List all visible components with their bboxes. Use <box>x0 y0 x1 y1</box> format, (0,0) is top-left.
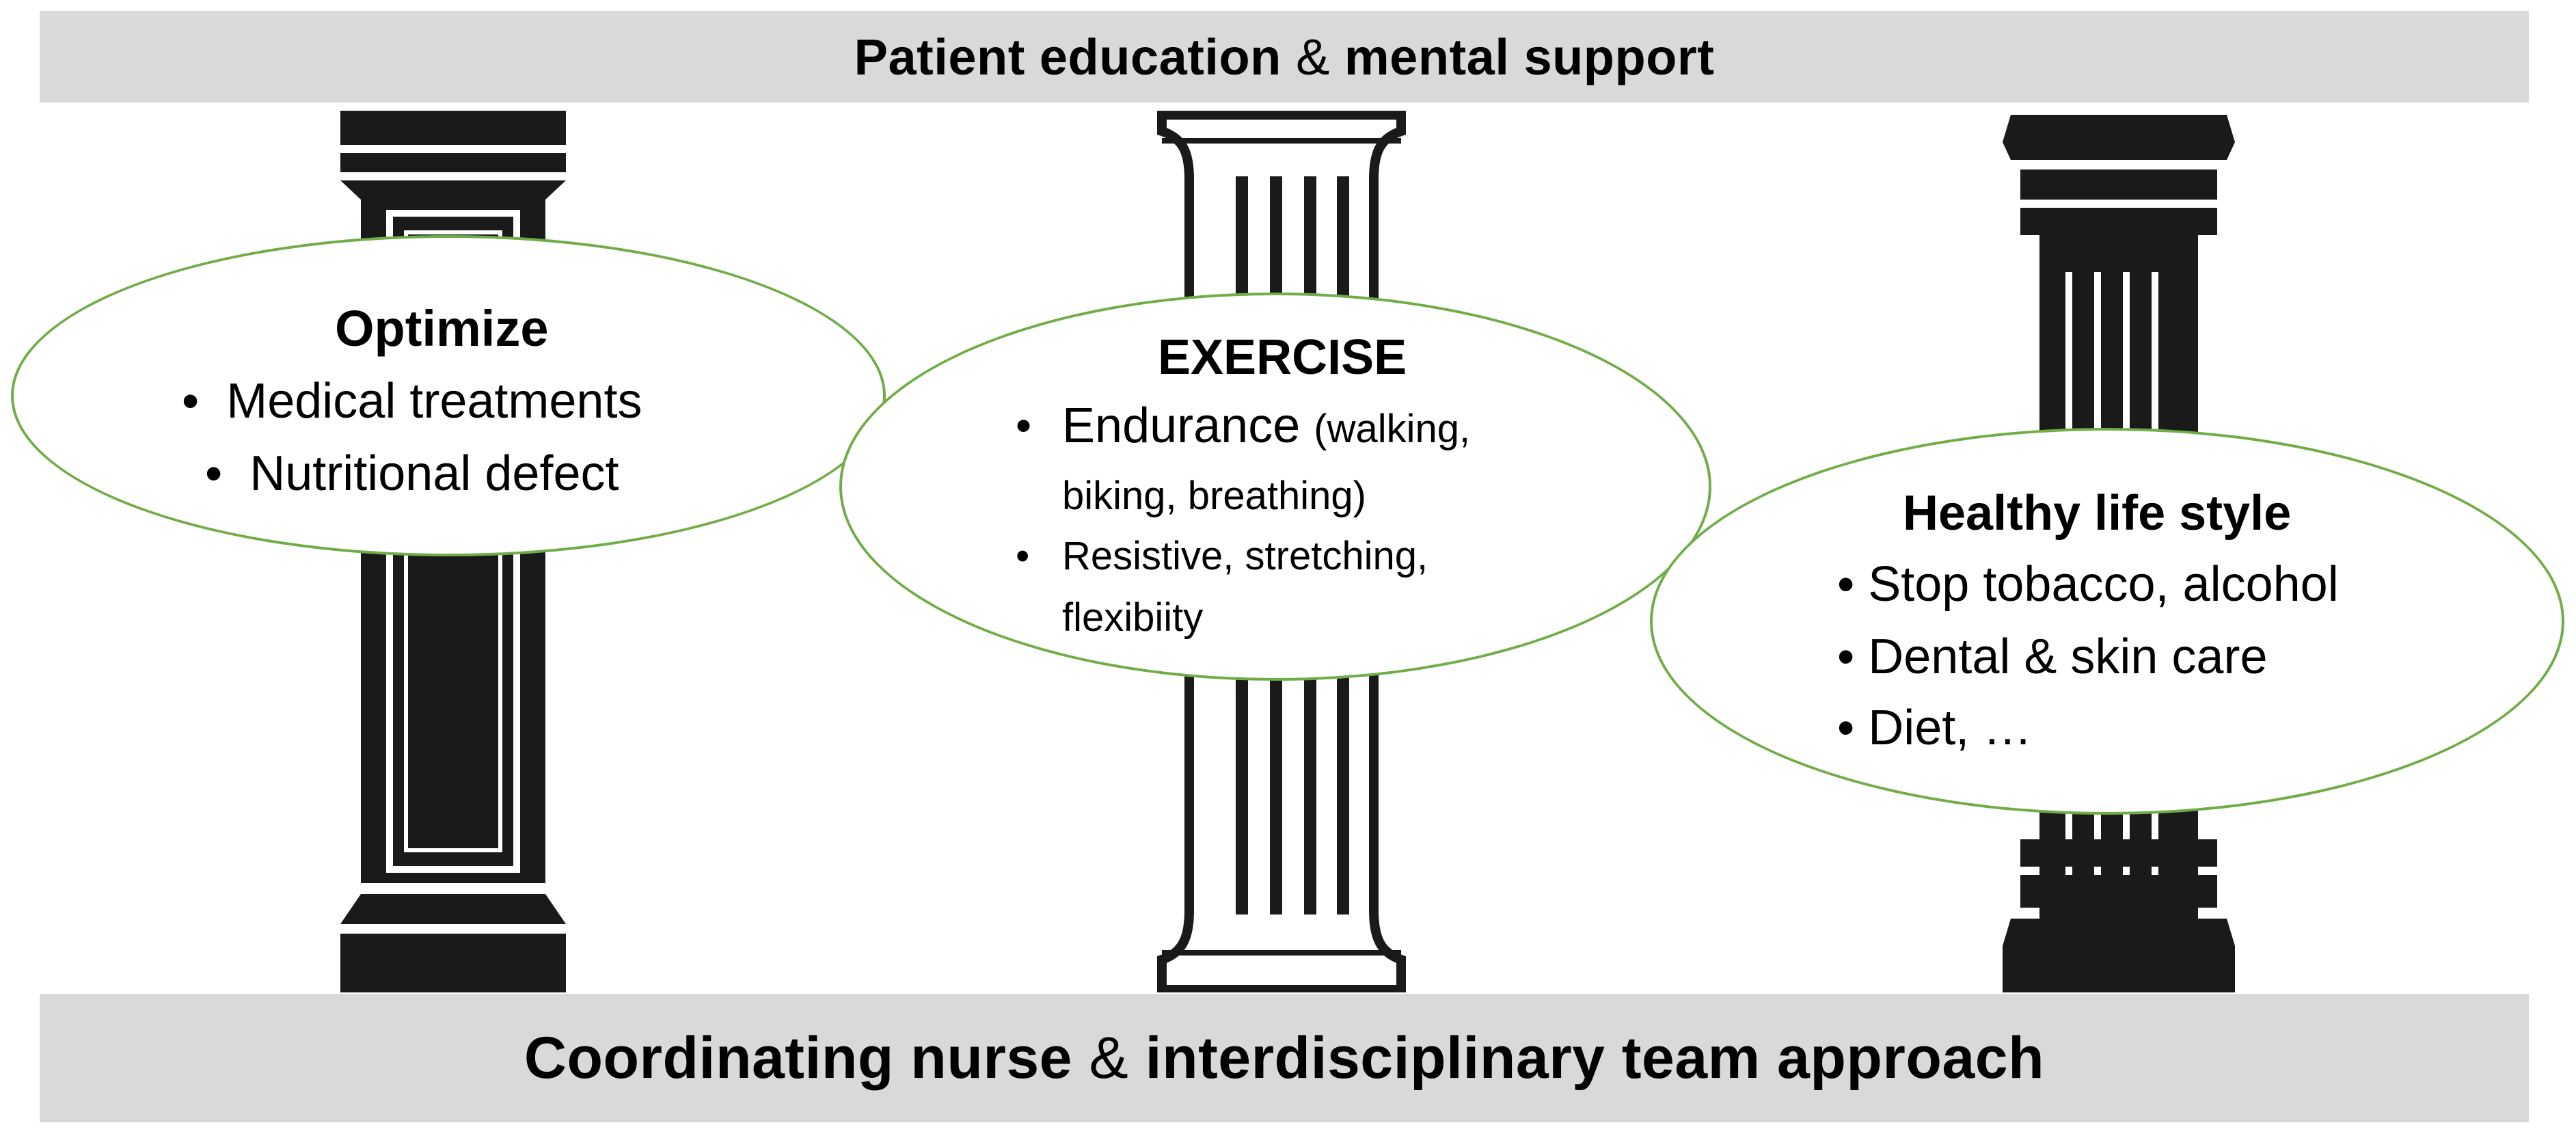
optimize-item-1-text: Medical treatments <box>226 374 642 429</box>
top-banner: Patient education & mental support <box>40 11 2529 103</box>
bullet-icon: • <box>1837 701 1855 755</box>
optimize-item-1: • Medical treatments <box>182 373 642 429</box>
lifestyle-ellipse: Healthy life style • Stop tobacco, alcoh… <box>1650 428 2564 815</box>
bullet-icon: • <box>1016 400 1032 450</box>
exercise-item-1: Endurance (walking, <box>1062 398 1470 454</box>
lifestyle-title: Healthy life style <box>1903 486 2292 541</box>
lifestyle-item-1: • Stop tobacco, alcohol <box>1837 556 2339 612</box>
bullet-icon: • <box>1837 557 1855 612</box>
exercise-item-2-line-1: Resistive, stretching, <box>1062 534 1428 578</box>
bottom-banner: Coordinating nurse & interdisciplinary t… <box>40 994 2529 1122</box>
bullet-icon: • <box>1837 629 1855 684</box>
optimize-ellipse: Optimize • Medical treatments • Nutritio… <box>11 235 886 556</box>
exercise-title: EXERCISE <box>1158 330 1407 385</box>
top-banner-amp: & <box>1295 28 1330 85</box>
lifestyle-item-3: • Diet, … <box>1837 700 2032 756</box>
lifestyle-item-2-text: Dental & skin care <box>1868 629 2268 684</box>
optimize-item-2: • Nutritional defect <box>205 446 619 502</box>
bullet-icon: • <box>182 374 200 429</box>
bullet-icon: • <box>205 446 223 501</box>
top-banner-part-b: mental support <box>1344 28 1715 85</box>
exercise-item-1-detail-b: biking, breathing) <box>1062 474 1366 518</box>
exercise-item-1-detail-a: (walking, <box>1314 407 1471 451</box>
optimize-title: Optimize <box>335 300 549 357</box>
bottom-banner-part-b: interdisciplinary team approach <box>1145 1025 2045 1091</box>
lifestyle-item-2: • Dental & skin care <box>1837 629 2268 685</box>
bottom-banner-amp: & <box>1089 1025 1129 1091</box>
bullet-icon: • <box>1016 534 1030 578</box>
exercise-item-2-line-2: flexibiity <box>1062 595 1204 640</box>
lifestyle-item-1-text: Stop tobacco, alcohol <box>1868 557 2339 612</box>
top-banner-part-a: Patient education <box>854 28 1282 85</box>
lifestyle-item-3-text: Diet, … <box>1868 701 2033 755</box>
exercise-item-1-main: Endurance <box>1062 398 1301 453</box>
exercise-ellipse: EXERCISE • Endurance (walking, biking, b… <box>839 293 1711 681</box>
bottom-banner-part-a: Coordinating nurse <box>524 1025 1072 1091</box>
optimize-item-2-text: Nutritional defect <box>249 446 619 501</box>
